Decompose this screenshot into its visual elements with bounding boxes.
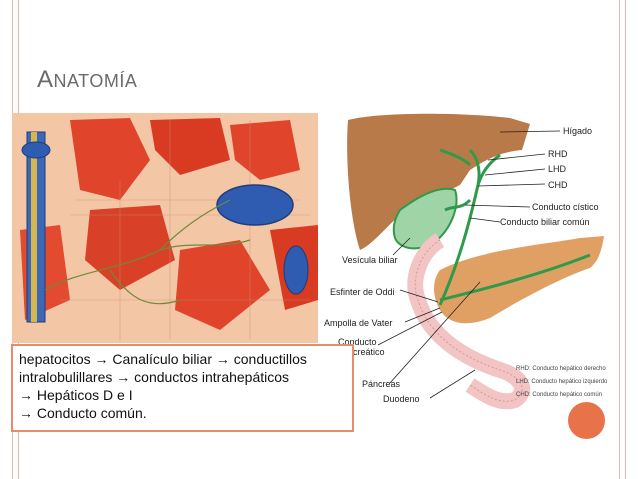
right-border-line-outer (625, 0, 626, 479)
label-duodeno: Duodeno (383, 394, 420, 404)
label-conducto-cistico: Conducto cístico (532, 202, 599, 212)
caption-line-4: → Conducto común. (19, 405, 147, 421)
caption-line-3: → Hepáticos D e I (19, 387, 133, 403)
label-rhd: RHD (548, 149, 568, 159)
legend-chd: CHD: Conducto hepático común (516, 392, 602, 398)
label-conducto-pancreatico-2: pancreático (338, 347, 385, 357)
liver-shape (347, 113, 530, 251)
label-conducto-pancreatico-1: Conducto (338, 337, 377, 347)
legend-rhd: RHD: Conducto hepático derecho (516, 366, 606, 372)
label-vesicula-biliar: Vesícula biliar (342, 255, 398, 265)
accent-circle (568, 402, 605, 439)
caption-box: hepatocitos → Canalículo biliar → conduc… (11, 344, 354, 432)
label-esfinter-oddi: Esfinter de Oddi (330, 287, 395, 297)
label-chd: CHD (548, 180, 568, 190)
biliary-system-illustration: Hígado RHD LHD CHD Conducto cístico Cond… (324, 113, 608, 410)
legend-lhd: LHD: Conducto hepático izquierdo (516, 379, 608, 385)
liver-histology-illustration (12, 113, 318, 343)
label-pancreas: Páncreas (362, 379, 401, 389)
caption-line-2: intralobulillares → conductos intrahepát… (19, 369, 290, 385)
slide-title: ANATOMÍA (37, 66, 137, 94)
slide-title-rest: NATOMÍA (53, 71, 138, 91)
label-ampolla-vater: Ampolla de Vater (324, 318, 392, 328)
label-conducto-biliar-comun: Conducto biliar común (500, 217, 590, 227)
bile-duct-tree (438, 148, 591, 306)
label-lhd: LHD (548, 164, 567, 174)
slide-title-first-letter: A (37, 66, 54, 93)
right-border-line-inner (619, 0, 620, 479)
caption-line-1: hepatocitos → Canalículo biliar → conduc… (19, 351, 307, 367)
label-higado: Hígado (563, 126, 592, 136)
